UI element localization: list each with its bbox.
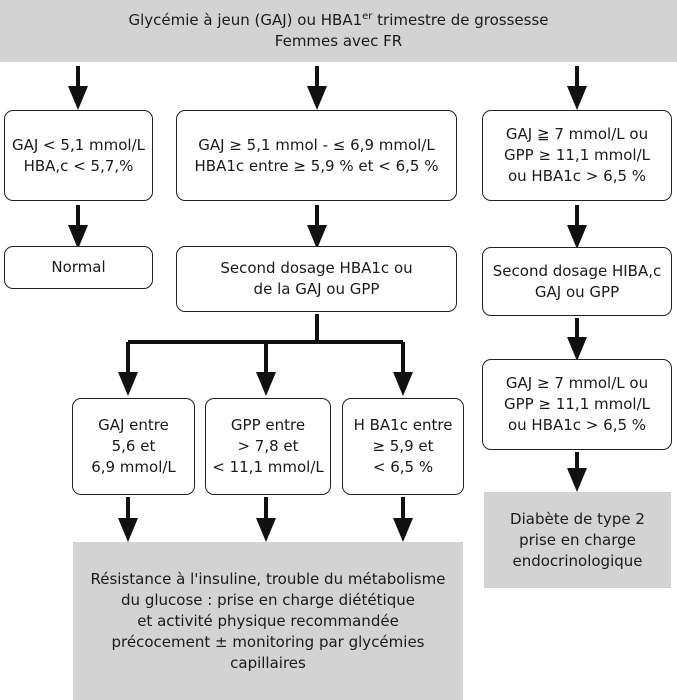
branch-hba1c-line: < 6,5 % bbox=[372, 458, 434, 476]
middle-second-test-line: de la GAJ ou GPP bbox=[253, 280, 380, 298]
branch-gpp-box: GPP entre > 7,8 et < 11,1 mmol/L bbox=[205, 398, 331, 495]
middle-criteria-line: GAJ ≥ 5,1 mmol - ≤ 6,9 mmol/L bbox=[198, 135, 435, 154]
outcome-line: capillaires bbox=[230, 653, 306, 672]
right-criteria-line: ou HBA1c > 6,5 % bbox=[507, 167, 647, 185]
branch-gaj-line: 5,6 et bbox=[111, 437, 156, 455]
right-criteria-line: GAJ ≧ 7 mmol/L ou bbox=[505, 125, 649, 143]
right-second-test-box: Second dosage HIBA,c GAJ ou GPP bbox=[482, 247, 672, 316]
middle-second-test-box: Second dosage HBA1c ou de la GAJ ou GPP bbox=[176, 246, 457, 312]
outcome-line: précocement ± monitoring par glycémies bbox=[111, 632, 425, 651]
branch-gpp-line: < 11,1 mmol/L bbox=[212, 458, 324, 476]
left-criteria-box: GAJ < 5,1 mmol/L HBA,c < 5,7,% bbox=[4, 110, 153, 201]
outcome-line: et activité physique recommandée bbox=[137, 611, 399, 630]
normal-label: Normal bbox=[51, 258, 106, 276]
normal-box: Normal bbox=[4, 246, 153, 289]
right-confirm-line: GPP ≥ 11,1 mmol/L bbox=[504, 395, 650, 413]
diabetes-outcome-line: prise en charge bbox=[519, 530, 636, 549]
right-criteria-box: GAJ ≧ 7 mmol/L ou GPP ≥ 11,1 mmol/L ou H… bbox=[482, 110, 672, 201]
middle-second-test-line: Second dosage HBA1c ou bbox=[220, 259, 413, 277]
header-box: Glycémie à jeun (GAJ) ou HBA1er trimestr… bbox=[0, 0, 677, 62]
branch-hba1c-line: ≥ 5,9 et bbox=[372, 437, 434, 455]
right-confirm-box: GAJ ≥ 7 mmol/L ou GPP ≥ 11,1 mmol/L ou H… bbox=[482, 359, 672, 450]
branch-hba1c-box: H BA1c entre ≥ 5,9 et < 6,5 % bbox=[342, 398, 464, 495]
right-confirm-line: ou HBA1c > 6,5 % bbox=[507, 416, 647, 434]
middle-criteria-line: HBA1c entre ≥ 5,9 % et < 6,5 % bbox=[194, 156, 439, 175]
branch-gaj-line: 6,9 mmol/L bbox=[91, 458, 176, 476]
right-criteria-line: GPP ≥ 11,1 mmol/L bbox=[504, 146, 650, 164]
outcome-line: Résistance à l'insuline, trouble du méta… bbox=[90, 569, 446, 588]
branch-gaj-box: GAJ entre 5,6 et 6,9 mmol/L bbox=[72, 398, 195, 495]
branch-hba1c-line: H BA1c entre bbox=[353, 416, 453, 434]
middle-criteria-box: GAJ ≥ 5,1 mmol - ≤ 6,9 mmol/L HBA1c entr… bbox=[176, 110, 457, 201]
diabetes-outcome-line: Diabète de type 2 bbox=[510, 509, 645, 528]
outcome-line: du glucose : prise en charge diététique bbox=[121, 590, 415, 609]
diabetes-outcome-box: Diabète de type 2 prise en charge endocr… bbox=[484, 492, 671, 588]
right-second-test-line: GAJ ou GPP bbox=[534, 282, 620, 301]
left-criteria-line: HBA,c < 5,7,% bbox=[23, 156, 134, 175]
left-criteria-line: GAJ < 5,1 mmol/L bbox=[11, 135, 145, 154]
header-line-1: Glycémie à jeun (GAJ) ou HBA1er trimestr… bbox=[128, 11, 549, 29]
right-second-test-line: Second dosage HIBA,c bbox=[492, 261, 662, 280]
branch-gpp-line: > 7,8 et bbox=[237, 437, 299, 455]
branch-gpp-line: GPP entre bbox=[230, 416, 306, 434]
right-confirm-line: GAJ ≥ 7 mmol/L ou bbox=[505, 374, 649, 392]
header-line-2: Femmes avec FR bbox=[274, 32, 403, 50]
branch-gaj-line: GAJ entre bbox=[98, 416, 169, 434]
insulin-resistance-outcome-box: Résistance à l'insuline, trouble du méta… bbox=[73, 542, 463, 700]
diabetes-outcome-line: endocrinologique bbox=[512, 551, 643, 570]
